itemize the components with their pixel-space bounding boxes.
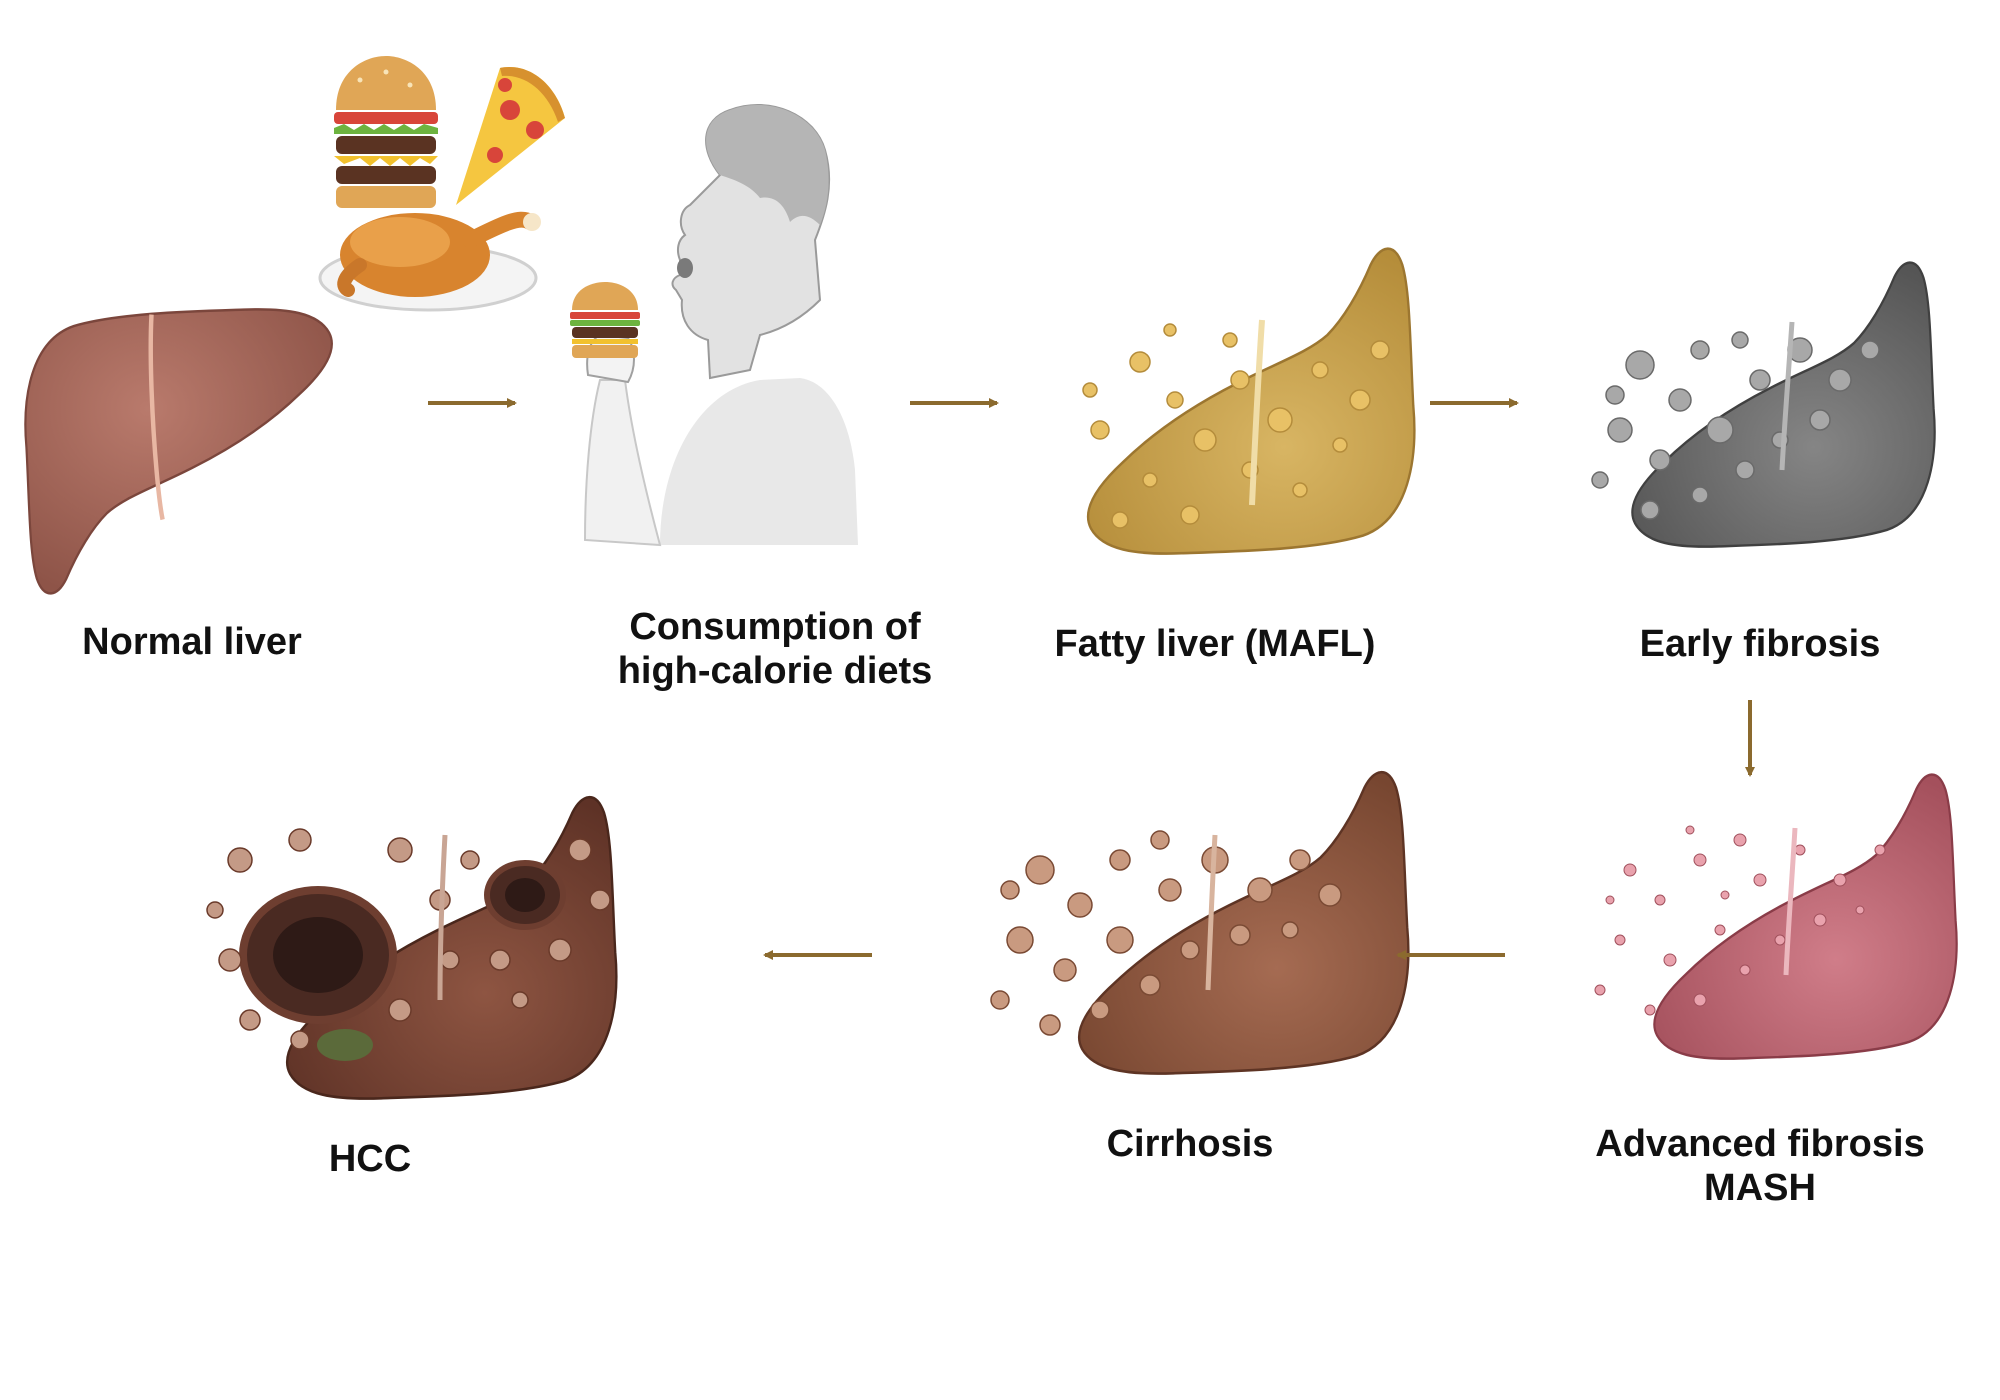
label-advanced-fibrosis-mash: Advanced fibrosis MASH	[1570, 1122, 1950, 1210]
early-fibrosis-nodules	[1591, 331, 1880, 520]
label-high-calorie-diets-line-1: Consumption of	[629, 606, 921, 648]
person-eating-icon	[570, 104, 858, 547]
label-hcc: HCC	[328, 1138, 412, 1180]
mash-liver-illustration	[1653, 773, 1958, 1060]
cirrhosis-liver-ligament	[1205, 834, 1218, 991]
label-cirrhosis: Cirrhosis	[1106, 1123, 1274, 1165]
mash-liver-ligament	[1783, 827, 1798, 976]
cirrhosis-liver-illustration	[1077, 770, 1410, 1075]
label-advanced-fibrosis-line-1: Advanced fibrosis	[1595, 1123, 1925, 1165]
high-calorie-diet-illustration	[318, 56, 858, 547]
small-burger-icon	[570, 282, 640, 358]
hcc-tumor-masses	[239, 860, 566, 1061]
fatty-liver-droplets	[1082, 323, 1390, 529]
burger-icon	[334, 56, 438, 208]
label-high-calorie-diets-line-2: high-calorie diets	[617, 650, 933, 692]
label-high-calorie-diets: Consumption of high-calorie diets	[580, 605, 970, 693]
roast-chicken-icon	[318, 211, 541, 312]
pizza-slice-icon	[456, 67, 565, 205]
label-advanced-fibrosis-line-2: MASH	[1704, 1167, 1816, 1209]
hcc-liver-ligament	[437, 834, 448, 1001]
cirrhosis-nodules	[990, 830, 1342, 1036]
fatty-liver-ligament	[1249, 319, 1265, 506]
normal-liver-illustration	[24, 308, 334, 595]
mash-liver-spots	[1594, 825, 1886, 1016]
progression-arrows	[428, 398, 1755, 960]
label-fatty-liver: Fatty liver (MAFL)	[1054, 623, 1376, 665]
label-early-fibrosis: Early fibrosis	[1639, 623, 1881, 665]
early-fibrosis-ligament	[1779, 321, 1795, 471]
label-normal-liver: Normal liver	[82, 621, 302, 663]
